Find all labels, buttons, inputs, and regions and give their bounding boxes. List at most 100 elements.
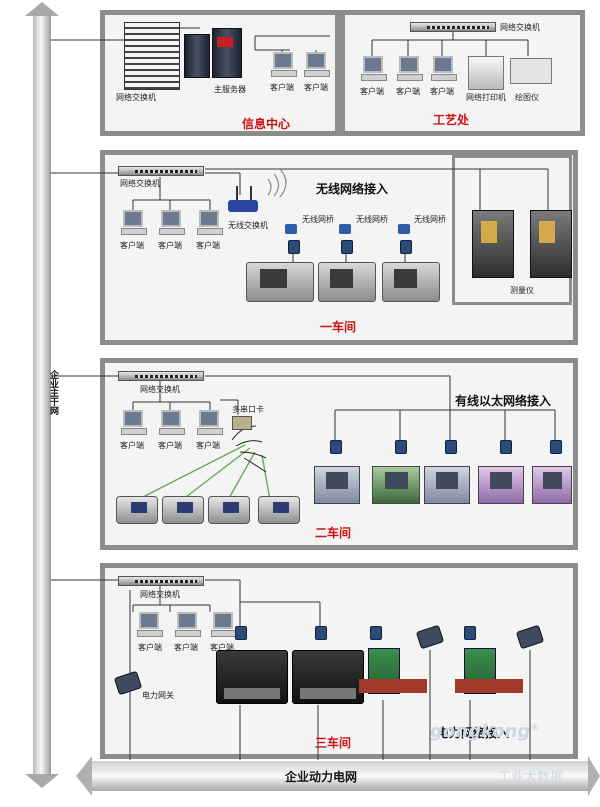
enterprise-power-grid-bus xyxy=(90,761,590,791)
ws3-client-3 xyxy=(211,612,237,638)
workshop-1-title: 一车间 xyxy=(320,320,357,334)
ws2-switch-label: 网络交换机 xyxy=(140,385,180,394)
ws3-node-3 xyxy=(370,626,382,640)
workshop-2-title: 二车间 xyxy=(315,526,352,540)
wireless-bridge-1-label: 无线网桥 xyxy=(302,215,334,224)
ws1-client-1 xyxy=(121,210,147,236)
power-grid-arrow-right xyxy=(588,756,600,796)
ws2-client-3-label: 客户端 xyxy=(196,441,220,450)
backbone-arrow-down xyxy=(25,774,59,788)
ws1-machine-1 xyxy=(246,262,314,302)
ws3-client-1-label: 客户端 xyxy=(138,643,162,652)
process-client-2-label: 客户端 xyxy=(396,87,420,96)
ws2-cnc-4 xyxy=(478,466,524,504)
cmm-machine-1 xyxy=(472,210,514,278)
ws3-punch-1 xyxy=(359,648,427,694)
ws2-client-2-label: 客户端 xyxy=(158,441,182,450)
ws2-lathe-2 xyxy=(162,496,204,524)
ws3-network-switch xyxy=(118,576,204,586)
ws2-node-4 xyxy=(500,440,512,454)
backbone-arrow-up xyxy=(25,2,59,16)
ws1-switch-label: 网络交换机 xyxy=(120,179,160,188)
ws1-node-1 xyxy=(288,240,300,254)
ws1-client-1-label: 客户端 xyxy=(120,241,144,250)
power-grid-arrow-left xyxy=(76,756,92,796)
ws1-client-3-label: 客户端 xyxy=(196,241,220,250)
wireless-bridge-2 xyxy=(339,224,351,234)
ws2-client-1 xyxy=(121,410,147,436)
ws2-node-5 xyxy=(550,440,562,454)
ws1-client-3 xyxy=(197,210,223,236)
process-switch-label: 网络交换机 xyxy=(500,23,540,32)
info-client-1 xyxy=(271,52,297,78)
info-client-2-label: 客户端 xyxy=(304,83,328,92)
ws1-client-2-label: 客户端 xyxy=(158,241,182,250)
wireless-bridge-3 xyxy=(398,224,410,234)
wireless-router-label: 无线交换机 xyxy=(228,221,268,230)
ws3-client-3-label: 客户端 xyxy=(210,643,234,652)
ws1-machine-3 xyxy=(382,262,440,302)
wireless-router xyxy=(228,200,258,212)
network-switch-rack xyxy=(124,22,180,90)
backbone-label: 企业主干网 xyxy=(48,370,58,415)
ws2-node-3 xyxy=(445,440,457,454)
serial-card-label: 多串口卡 xyxy=(232,405,264,414)
ws1-machine-2 xyxy=(318,262,376,302)
wireless-bridge-2-label: 无线网桥 xyxy=(356,215,388,224)
wireless-bridge-1 xyxy=(285,224,297,234)
ws2-client-2 xyxy=(159,410,185,436)
wireless-access-heading: 无线网络接入 xyxy=(316,182,389,196)
process-dept-title: 工艺处 xyxy=(433,113,470,127)
power-grid-label: 企业动力电网 xyxy=(285,770,358,784)
ws3-client-2 xyxy=(175,612,201,638)
network-printer xyxy=(468,56,504,90)
ws2-client-3 xyxy=(197,410,223,436)
process-client-1-label: 客户端 xyxy=(360,87,384,96)
ws1-client-2 xyxy=(159,210,185,236)
ws2-cnc-5 xyxy=(532,466,572,504)
ws3-punch-2 xyxy=(455,648,523,694)
ws3-switch-label: 网络交换机 xyxy=(140,590,180,599)
network-printer-label: 网络打印机 xyxy=(466,93,506,102)
info-center-title: 信息中心 xyxy=(242,117,291,131)
ws2-cnc-1 xyxy=(314,466,360,504)
main-server-tower-2 xyxy=(184,34,210,78)
process-client-3-label: 客户端 xyxy=(430,87,454,96)
wireless-bridge-3-label: 无线网桥 xyxy=(414,215,446,224)
ws2-lathe-3 xyxy=(208,496,250,524)
info-client-1-label: 客户端 xyxy=(270,83,294,92)
plotter xyxy=(510,58,552,84)
plotter-label: 绘图仪 xyxy=(515,93,539,102)
ws2-node-1 xyxy=(330,440,342,454)
ws3-client-2-label: 客户端 xyxy=(174,643,198,652)
ws1-node-2 xyxy=(341,240,353,254)
wireless-antenna-icon xyxy=(236,186,238,200)
main-server-tower xyxy=(212,28,242,78)
ws3-press-2 xyxy=(292,650,364,704)
ws2-lathe-4 xyxy=(258,496,300,524)
workshop-3-title: 三车间 xyxy=(315,736,352,750)
process-network-switch xyxy=(410,22,496,32)
power-access-heading: 电力网络接入 xyxy=(437,726,510,740)
ws1-node-3 xyxy=(400,240,412,254)
ws2-network-switch xyxy=(118,371,204,381)
ws3-node-2 xyxy=(315,626,327,640)
process-client-3 xyxy=(431,56,457,82)
ethernet-access-heading: 有线以太网络接入 xyxy=(455,394,552,408)
watermark-brand: gongkong® xyxy=(430,721,540,742)
ws3-node-4 xyxy=(464,626,476,640)
ws2-client-1-label: 客户端 xyxy=(120,441,144,450)
ws2-lathe-1 xyxy=(116,496,158,524)
wireless-antenna-icon-2 xyxy=(250,186,252,200)
ws2-cnc-3 xyxy=(424,466,470,504)
cmm-machine-2 xyxy=(530,210,572,278)
ws3-press-1 xyxy=(216,650,288,704)
ws2-cnc-2 xyxy=(372,466,420,504)
serial-card xyxy=(232,416,252,430)
ws2-node-2 xyxy=(395,440,407,454)
info-client-2 xyxy=(304,52,330,78)
cmm-label: 测量仪 xyxy=(510,286,534,295)
watermark-sub: 工业大数据 xyxy=(498,770,564,785)
power-gateway-label: 电力网关 xyxy=(142,691,174,700)
ws1-network-switch xyxy=(118,166,204,176)
